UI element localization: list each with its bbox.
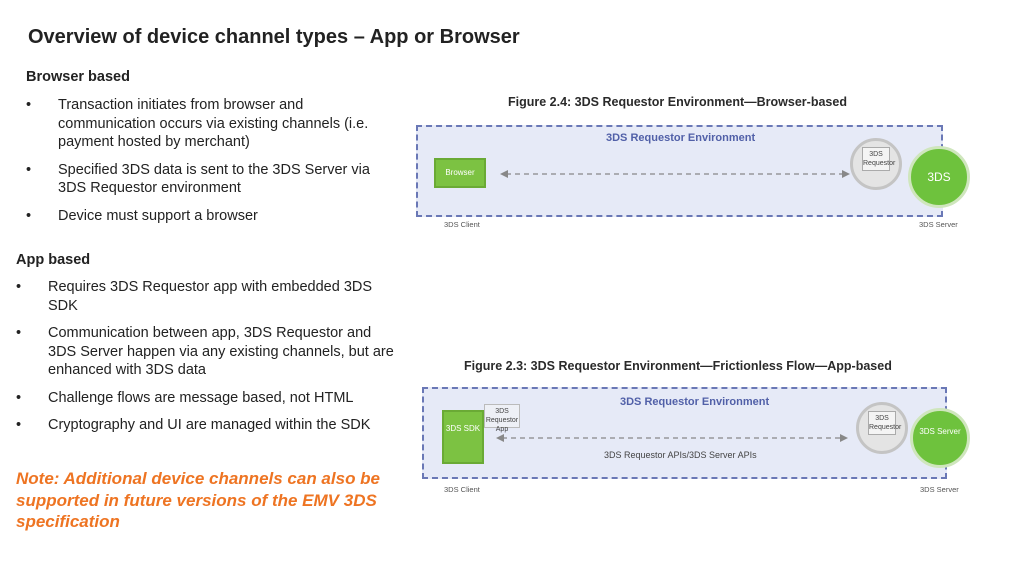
app-bullet-1: Requires 3DS Requestor app with embedded… [16,278,396,315]
app-env-label: 3DS Requestor Environment [620,396,770,408]
figure-app-based: Figure 2.3: 3DS Requestor Environment—Fr… [414,356,972,502]
browser-arrow [500,170,850,178]
app-requestor-label: 3DS Requestor [868,411,901,435]
app-sdk-device: 3DS SDK [442,410,484,464]
page-title: Overview of device channel types – App o… [28,26,520,48]
browser-client-caption: 3DS Client [444,220,480,229]
browser-section-heading: Browser based [26,69,130,85]
browser-requestor-label: 3DS Requestor [862,147,895,171]
app-bullet-2: Communication between app, 3DS Requestor… [16,324,396,380]
note-text: Note: Additional device channels can als… [16,469,381,531]
browser-3ds-server-circle: 3DS [908,146,970,208]
browser-bullet-2: Specified 3DS data is sent to the 3DS Se… [26,161,396,198]
app-api-label: 3DS Requestor APIs/3DS Server APIs [604,450,757,460]
browser-server-caption: 3DS Server [919,220,958,229]
app-arrow [496,434,848,442]
browser-bullet-3: Device must support a browser [26,207,396,226]
browser-env-label: 3DS Requestor Environment [606,132,756,144]
app-3ds-server-circle: 3DS Server [910,408,970,468]
app-bullet-list: Requires 3DS Requestor app with embedded… [16,278,396,444]
app-requestor-app-label: 3DS Requestor App [484,404,520,433]
browser-box: Browser [434,158,486,188]
browser-bullet-list: Transaction initiates from browser and c… [26,96,396,234]
app-bullet-4: Cryptography and UI are managed within t… [16,416,396,435]
app-client-caption: 3DS Client [444,485,480,494]
browser-bullet-1: Transaction initiates from browser and c… [26,96,396,152]
figure-browser-based: Figure 2.4: 3DS Requestor Environment—Br… [408,94,974,234]
app-server-caption: 3DS Server [920,485,959,494]
app-bullet-3: Challenge flows are message based, not H… [16,389,396,408]
figure-app-title: Figure 2.3: 3DS Requestor Environment—Fr… [464,359,892,373]
app-section-heading: App based [16,252,91,268]
figure-browser-title: Figure 2.4: 3DS Requestor Environment—Br… [508,95,847,109]
